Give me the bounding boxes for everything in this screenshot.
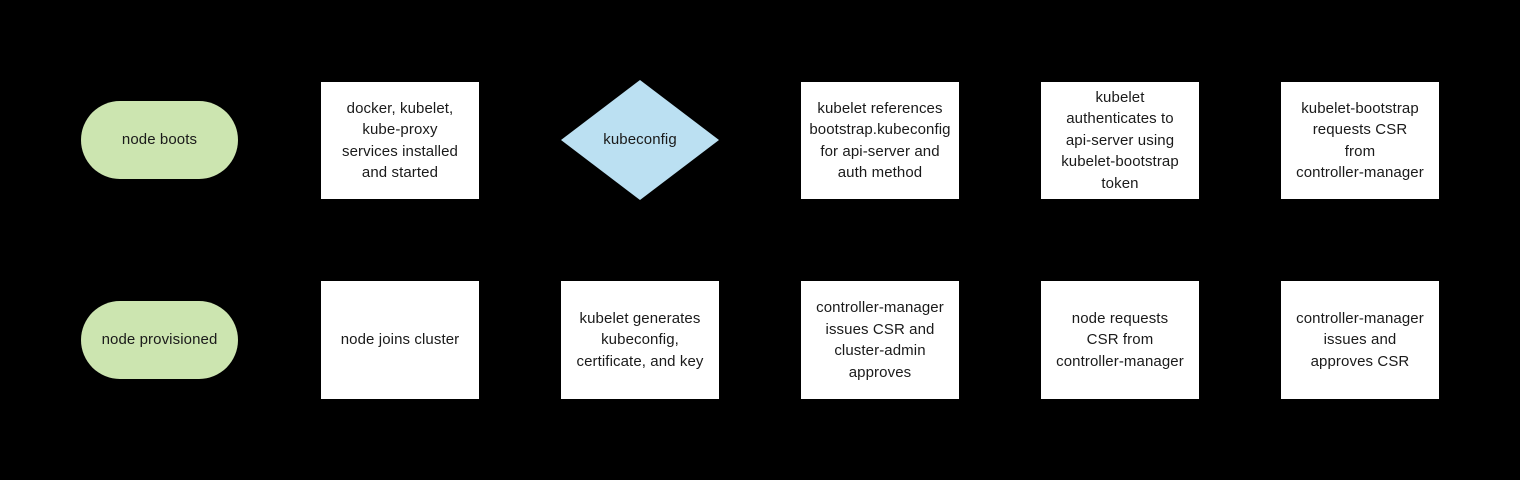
flow-node-label: controller-manager issues and approves C… <box>1296 309 1424 370</box>
flow-node-kubelet-generates-kubeconfig[interactable]: kubelet generates kubeconfig, certificat… <box>561 281 719 399</box>
flow-node-label: controller-manager issues CSR and cluste… <box>816 299 944 381</box>
flow-node-kubelet-references-bootstrap[interactable]: kubelet references bootstrap.kubeconfig … <box>801 82 959 199</box>
flow-node-label: kubelet-bootstrap requests CSR from cont… <box>1296 99 1424 182</box>
flow-node-label: docker, kubelet, kube-proxy services ins… <box>341 99 458 182</box>
flow-node-label: kubelet references bootstrap.kubeconfig … <box>809 99 951 182</box>
flow-node-controller-manager-approves-csr[interactable]: controller-manager issues and approves C… <box>1281 281 1439 399</box>
flow-node-node-provisioned[interactable]: node provisioned <box>81 301 238 379</box>
flow-node-label: kubeconfig <box>603 131 677 149</box>
flow-node-label: node boots <box>121 131 198 149</box>
flow-node-label: node requests CSR from controller-manage… <box>1056 309 1184 370</box>
flow-node-node-boots[interactable]: node boots <box>81 101 238 179</box>
flow-node-label: kubelet generates kubeconfig, certificat… <box>576 309 704 370</box>
flow-node-services-installed[interactable]: docker, kubelet, kube-proxy services ins… <box>321 82 479 199</box>
flow-node-node-joins-cluster[interactable]: node joins cluster <box>321 281 479 399</box>
flow-node-label: kubelet authenticates to api-server usin… <box>1061 88 1179 192</box>
flow-node-kubeconfig-decision[interactable]: kubeconfig <box>561 80 719 200</box>
flow-node-label: node provisioned <box>101 331 218 349</box>
flow-node-kubelet-bootstrap-requests-csr[interactable]: kubelet-bootstrap requests CSR from cont… <box>1281 82 1439 199</box>
flow-node-label: node joins cluster <box>340 331 460 349</box>
flow-node-kubelet-authenticates[interactable]: kubelet authenticates to api-server usin… <box>1041 82 1199 199</box>
flow-node-controller-manager-issues-csr[interactable]: controller-manager issues CSR and cluste… <box>801 281 959 399</box>
flow-node-node-requests-csr[interactable]: node requests CSR from controller-manage… <box>1041 281 1199 399</box>
